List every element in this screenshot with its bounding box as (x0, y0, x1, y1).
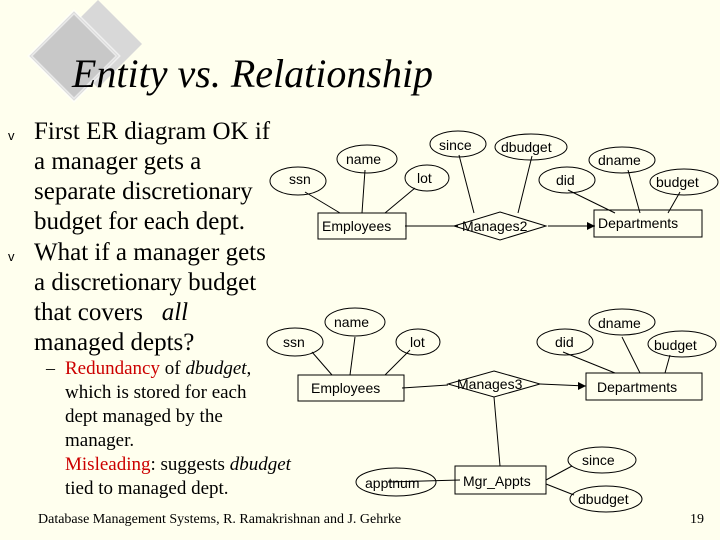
attr-did: did (556, 172, 575, 188)
entity-employees: Employees (311, 380, 380, 396)
attr-since: since (582, 452, 615, 468)
entity-employees: Employees (322, 218, 391, 234)
attr-apptnum: apptnum (365, 475, 419, 491)
er-diagram-2-labels: ssn name lot did dname budget apptnum si… (283, 314, 697, 507)
page-number: 19 (690, 512, 704, 528)
attr-ssn: ssn (283, 334, 305, 350)
attr-lot: lot (417, 170, 432, 186)
attr-budget: budget (656, 174, 699, 190)
attr-dname: dname (598, 152, 641, 168)
attr-dbudget: dbudget (501, 139, 552, 155)
attr-ssn: ssn (289, 171, 311, 187)
attr-lot: lot (410, 334, 425, 350)
attr-name: name (334, 314, 369, 330)
attr-name: name (346, 151, 381, 167)
relationship-manages3: Manages3 (457, 376, 523, 392)
er-diagram-1-labels: ssn name lot since dbudget did dname bud… (289, 137, 699, 234)
relationship-manages2: Manages2 (462, 218, 528, 234)
footer-citation: Database Management Systems, R. Ramakris… (38, 512, 401, 528)
attr-since: since (439, 137, 472, 153)
entity-departments: Departments (598, 215, 678, 231)
attr-dbudget: dbudget (578, 491, 629, 507)
entity-departments: Departments (597, 379, 677, 395)
attr-did: did (555, 334, 574, 350)
attr-dname: dname (598, 315, 641, 331)
attr-budget: budget (654, 337, 697, 353)
entity-mgr-appts: Mgr_Appts (463, 473, 531, 489)
